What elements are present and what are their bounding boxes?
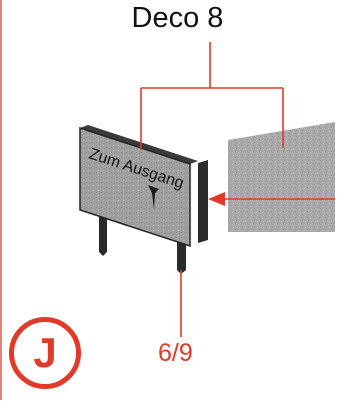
badge-circle: J xyxy=(9,317,81,389)
pointer-arrowhead-icon xyxy=(208,192,225,206)
sign-top-edge xyxy=(80,125,198,164)
post-label: 6/9 xyxy=(158,339,193,367)
panel-sample xyxy=(228,122,335,232)
down-arrow-icon xyxy=(148,185,159,210)
leader-lines xyxy=(140,42,335,337)
diagram-title: Deco 8 xyxy=(131,2,224,34)
badge-letter: J xyxy=(33,329,57,376)
sign-face xyxy=(79,126,191,248)
